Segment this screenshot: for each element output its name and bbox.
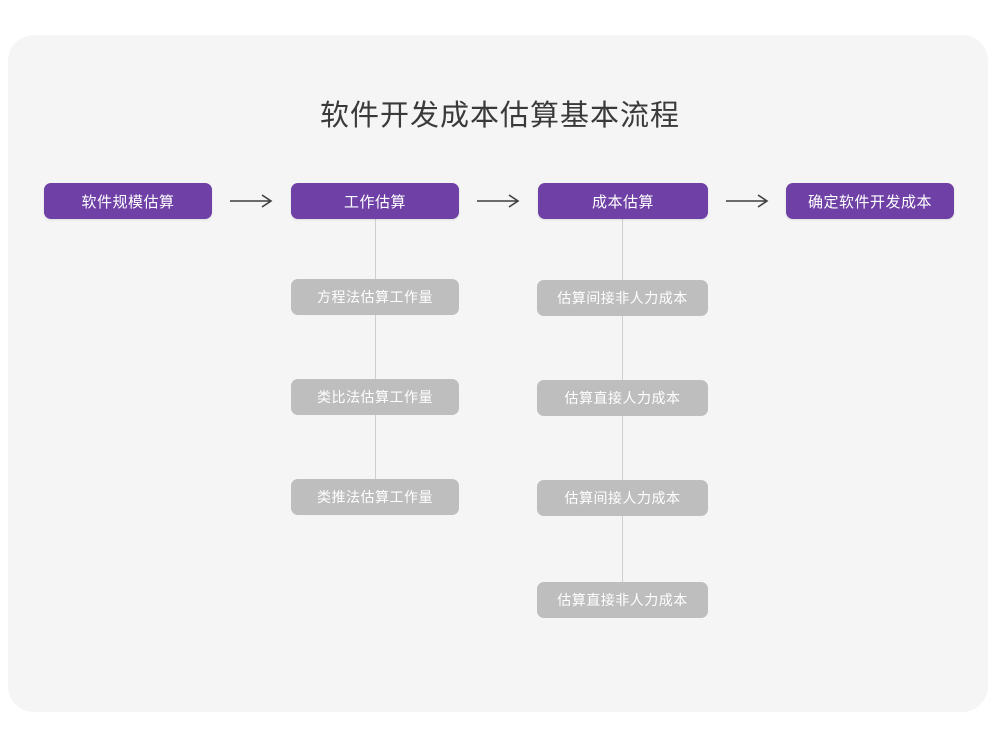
arrow-right-icon-3 — [718, 183, 778, 219]
sub-node-direct-labor-cost[interactable]: 估算直接人力成本 — [537, 380, 708, 416]
sub-node-indirect-non-labor-cost[interactable]: 估算间接非人力成本 — [537, 280, 708, 316]
diagram-card-background — [8, 35, 988, 712]
flow-node-work-estimation[interactable]: 工作估算 — [291, 183, 459, 219]
arrow-right-icon-1 — [222, 183, 282, 219]
page-title: 软件开发成本估算基本流程 — [319, 100, 680, 132]
flow-node-determine-development-cost[interactable]: 确定软件开发成本 — [786, 183, 954, 219]
flow-node-software-scale-estimation[interactable]: 软件规模估算 — [44, 183, 212, 219]
sub-node-analogy-method-workload[interactable]: 类比法估算工作量 — [291, 379, 459, 415]
sub-node-indirect-labor-cost[interactable]: 估算间接人力成本 — [537, 480, 708, 516]
sub-node-inference-method-workload[interactable]: 类推法估算工作量 — [291, 479, 459, 515]
sub-node-equation-method-workload[interactable]: 方程法估算工作量 — [291, 279, 459, 315]
flow-node-cost-estimation[interactable]: 成本估算 — [538, 183, 708, 219]
connector-line-work-estimation — [375, 219, 376, 509]
arrow-right-icon-2 — [469, 183, 529, 219]
sub-node-direct-non-labor-cost[interactable]: 估算直接非人力成本 — [537, 582, 708, 618]
